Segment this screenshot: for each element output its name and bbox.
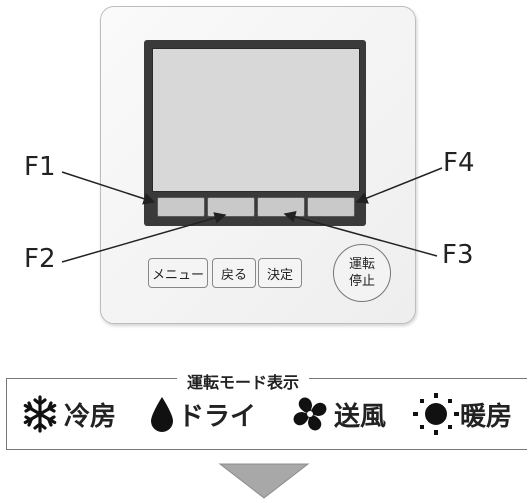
f1-key[interactable]	[157, 197, 205, 217]
label-f4: F4	[443, 148, 475, 178]
mode-dry: ドライ	[148, 392, 256, 436]
callout-f2	[61, 212, 227, 263]
callout-f1	[61, 171, 156, 205]
power-button[interactable]: 運転 停止	[333, 244, 391, 302]
sun-icon	[413, 393, 459, 435]
mode-cool-label: 冷房	[64, 401, 117, 432]
callout-lines	[61, 167, 443, 263]
snowflake-icon	[23, 395, 57, 433]
legend-title: 運転モード表示	[177, 369, 310, 393]
lcd-display	[152, 48, 360, 192]
down-arrow-icon	[218, 463, 310, 499]
label-f3: F3	[442, 240, 474, 270]
mode-fan: 送風	[290, 392, 386, 436]
callout-f3	[283, 211, 438, 257]
enter-button[interactable]: 決定	[258, 258, 302, 288]
mode-cool: 冷房	[20, 392, 116, 436]
menu-button[interactable]: メニュー	[148, 258, 208, 288]
f2-key[interactable]	[207, 197, 255, 217]
power-label-stop: 停止	[348, 274, 375, 289]
mode-fan-label: 送風	[334, 401, 387, 432]
power-label-run: 運転	[348, 257, 375, 272]
mode-heat-label: 暖房	[460, 401, 513, 432]
label-f1: F1	[24, 152, 56, 182]
water-drop-icon	[151, 397, 173, 432]
back-button[interactable]: 戻る	[212, 258, 256, 288]
mode-dry-label: ドライ	[178, 401, 257, 432]
mode-heat: 暖房	[412, 392, 512, 436]
label-f2: F2	[24, 244, 56, 274]
fan-icon	[293, 397, 327, 431]
callout-f4	[355, 167, 443, 204]
f4-key[interactable]	[307, 197, 355, 217]
